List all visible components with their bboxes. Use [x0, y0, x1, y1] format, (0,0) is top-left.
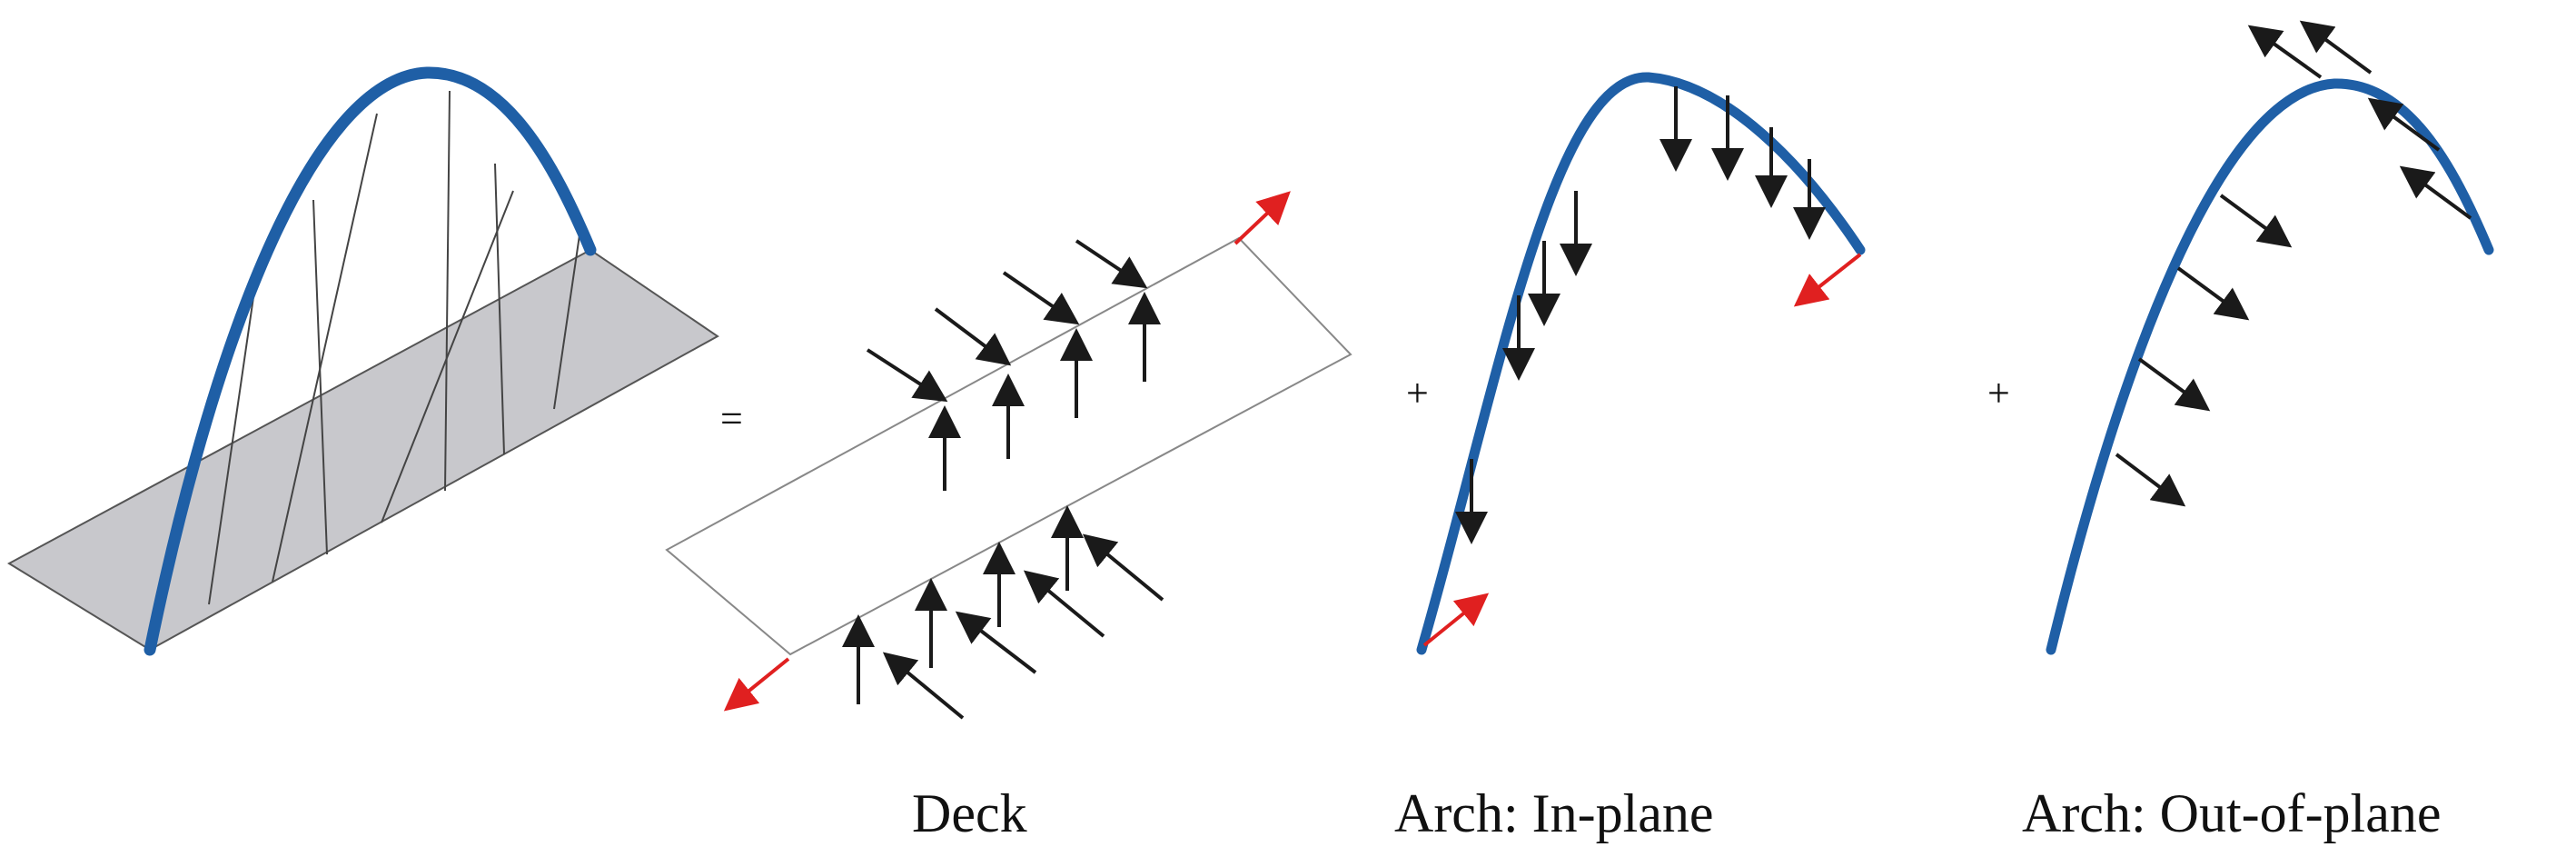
bridge-arch [144, 66, 597, 656]
plus-sign-inplane: + [1406, 371, 1429, 415]
arch-inplane-panel [1416, 72, 1866, 655]
deck-panel [665, 191, 1352, 720]
caption-arch-inplane: Arch: In-plane [1394, 783, 1714, 843]
caption-deck: Deck [912, 783, 1027, 843]
arch-inplane-curve [1416, 72, 1866, 655]
bridge-panel [6, 66, 719, 656]
hangers [208, 90, 582, 605]
equals-sign: = [720, 396, 743, 441]
arch-inplane-forces [1455, 86, 1826, 544]
bridge-deck [6, 248, 719, 652]
arch-outplane-forces [2115, 20, 2472, 507]
arch-inplane-end-forces [1422, 253, 1862, 647]
deck-lower-edge-forces [842, 505, 1164, 720]
deck-end-forces [723, 191, 1291, 712]
plus-sign-outplane: + [1987, 371, 2010, 415]
arch-outplane-curve [2046, 78, 2494, 655]
caption-arch-outplane: Arch: Out-of-plane [2022, 783, 2441, 843]
deck-upper-edge-forces [866, 239, 1161, 491]
arch-outplane-panel [2046, 20, 2494, 655]
